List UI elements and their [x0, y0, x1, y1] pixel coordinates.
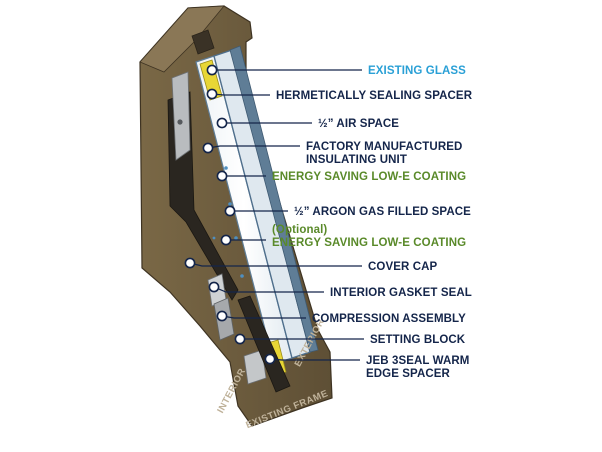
callout-label-factory-insulating-unit-line-2: INSULATING UNIT: [306, 154, 407, 166]
anchor-dot: [184, 257, 196, 269]
callout-label-interior-gasket-seal-line-1: INTERIOR GASKET SEAL: [330, 287, 472, 299]
callout-low-e-coating-2: (Optional)ENERGY SAVING LOW-E COATING: [220, 224, 466, 249]
gas-fill-dots: [212, 166, 244, 278]
callout-label-cover-cap-line-1: COVER CAP: [368, 261, 438, 273]
callout-label-warm-edge-spacer-line-2: EDGE SPACER: [366, 368, 451, 380]
frame-top-face: [139, 5, 225, 73]
callout-argon-gas-space: ½” ARGON GAS FILLED SPACE: [224, 205, 471, 218]
callout-label-low-e-coating-1-line-1: ENERGY SAVING LOW-E COATING: [272, 171, 466, 183]
callout-label-factory-insulating-unit-line-1: FACTORY MANUFACTURED: [306, 141, 462, 153]
callout-label-setting-block-line-1: SETTING BLOCK: [370, 334, 466, 346]
callout-compression-assembly: COMPRESSION ASSEMBLY: [216, 310, 466, 325]
callout-cover-cap: COVER CAP: [184, 257, 438, 273]
anchor-dot: [264, 353, 276, 365]
callout-interior-gasket-seal: INTERIOR GASKET SEAL: [208, 281, 472, 299]
callout-label-compression-assembly-line-1: COMPRESSION ASSEMBLY: [312, 313, 466, 325]
bottom-sealant: [237, 295, 291, 393]
anchor-dot: [216, 117, 228, 129]
anchor-dot: [208, 281, 220, 293]
callout-label-argon-gas-space-line-1: ½” ARGON GAS FILLED SPACE: [294, 206, 471, 218]
callout-label-low-e-coating-2-line-1: (Optional): [272, 224, 327, 236]
anchor-dot: [220, 234, 232, 246]
callout-hermetically-sealing-spacer: HERMETICALLY SEALING SPACER: [206, 88, 473, 102]
anchor-dot: [216, 170, 228, 182]
callout-label-warm-edge-spacer-line-1: JEB 3SEAL WARM: [366, 355, 469, 367]
anchor-dot: [202, 142, 214, 154]
stop-screw: [177, 119, 183, 125]
callout-low-e-coating-1: ENERGY SAVING LOW-E COATING: [216, 170, 466, 183]
anchor-dot: [216, 310, 228, 322]
callout-existing-glass: EXISTING GLASS: [206, 64, 466, 77]
callout-label-hermetically-sealing-spacer-line-1: HERMETICALLY SEALING SPACER: [276, 90, 473, 102]
anchor-dot: [206, 64, 218, 76]
callout-label-existing-glass-line-1: EXISTING GLASS: [368, 65, 466, 77]
callout-setting-block: SETTING BLOCK: [234, 333, 466, 346]
anchor-dot: [206, 88, 218, 100]
callout-group: EXISTING GLASS HERMETICALLY SEALING SPACE…: [184, 64, 473, 380]
callout-label-low-e-coating-2-line-2: ENERGY SAVING LOW-E COATING: [272, 237, 466, 249]
top-spacer: [199, 59, 223, 101]
callout-air-space: ½” AIR SPACE: [216, 117, 399, 130]
callout-label-air-space-line-1: ½” AIR SPACE: [318, 118, 399, 130]
frame-top-notch: [191, 29, 215, 55]
anchor-dot: [224, 205, 236, 217]
interior-stop: [171, 71, 191, 161]
anchor-dot: [234, 333, 246, 345]
setting-block: [243, 349, 267, 385]
